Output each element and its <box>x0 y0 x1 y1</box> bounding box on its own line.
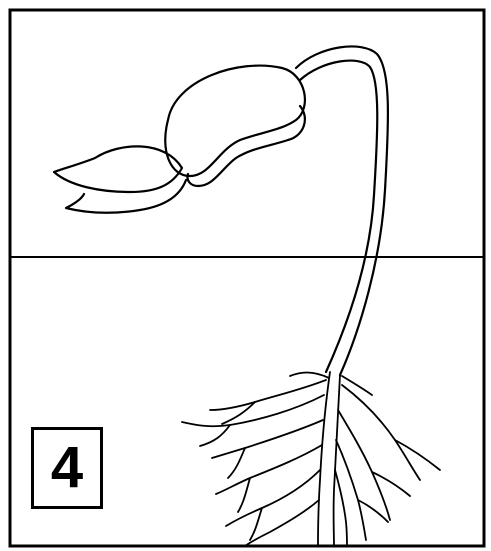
stem <box>296 46 388 375</box>
step-number: 4 <box>51 439 83 497</box>
step-number-box: 4 <box>31 427 103 509</box>
roots <box>182 372 440 546</box>
seed <box>165 66 305 186</box>
leaves <box>54 146 186 212</box>
